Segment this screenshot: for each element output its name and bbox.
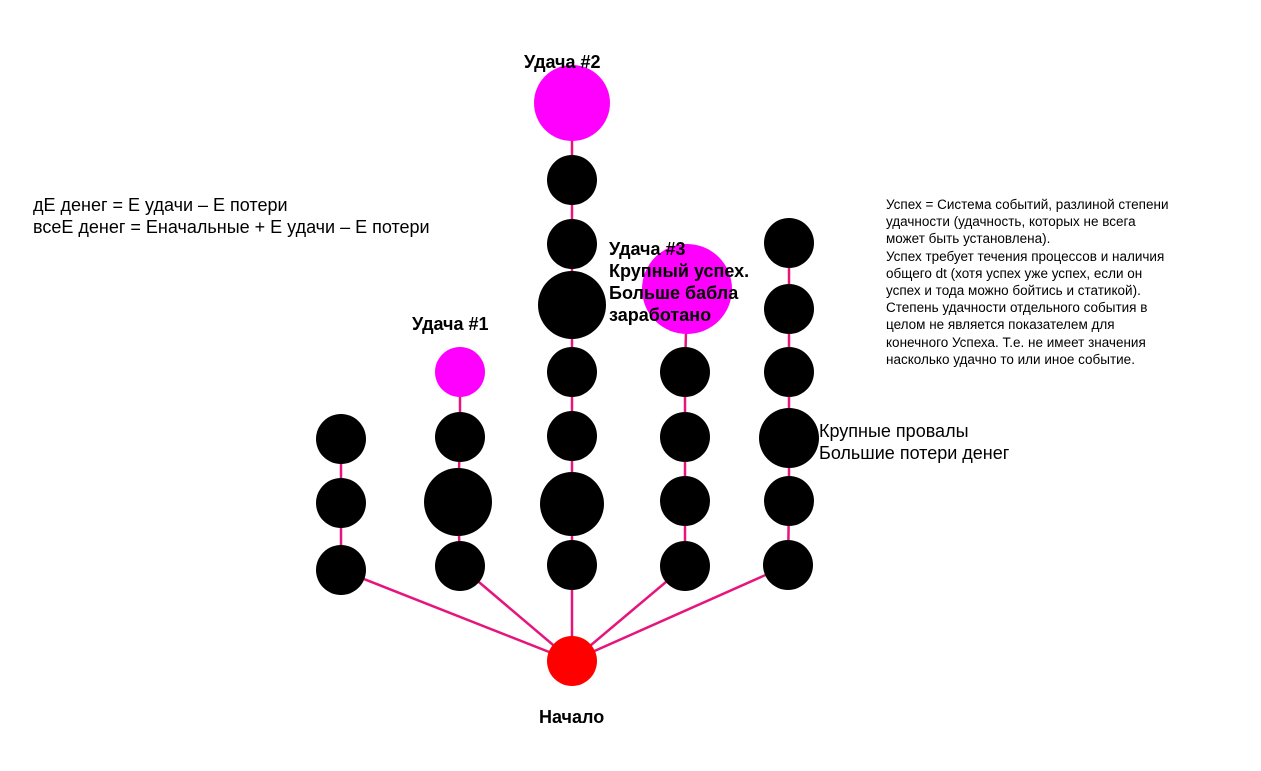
success-3-line: Крупный успех. — [609, 261, 750, 281]
failure-line: Крупные провалы — [819, 421, 969, 441]
success-node — [642, 244, 732, 334]
event-node — [764, 347, 814, 397]
event-node — [435, 412, 485, 462]
nodes-layer — [316, 65, 819, 686]
note-line: может быть установлена). — [886, 231, 1051, 247]
event-node — [764, 476, 814, 526]
start-label: Начало — [539, 707, 605, 727]
note-line: конечного Успеха. Т.е. не имеет значения — [886, 334, 1146, 350]
note-line: общего dt (хотя успех уже успех, если он — [886, 265, 1143, 281]
success-3-line: Удача #3 — [609, 239, 686, 259]
money-formula: дЕ денег = Е удачи – Е потери всеЕ денег… — [33, 194, 430, 238]
note-line: Успех требует течения процессов и наличи… — [886, 248, 1165, 264]
success-3-line: Больше бабла — [609, 283, 739, 303]
success-node — [435, 347, 485, 397]
event-node — [435, 541, 485, 591]
note-line: Успех = Система событий, разлиной степен… — [886, 197, 1169, 212]
event-node — [660, 412, 710, 462]
event-node — [547, 347, 597, 397]
formula-line-2: всеЕ денег = Еначальные + Е удачи – Е по… — [33, 217, 430, 237]
event-node — [316, 545, 366, 595]
event-node — [547, 540, 597, 590]
event-node — [538, 271, 606, 339]
event-node — [660, 541, 710, 591]
formula-line-1: дЕ денег = Е удачи – Е потери — [33, 195, 288, 215]
branch-edge — [340, 568, 573, 663]
success-3-line: заработано — [609, 305, 712, 325]
event-node — [547, 155, 597, 205]
success-node — [534, 65, 610, 141]
branch-edge — [571, 563, 789, 663]
event-node — [547, 219, 597, 269]
event-node — [759, 408, 819, 468]
event-node — [764, 284, 814, 334]
note-line: целом не является показателем для — [886, 317, 1115, 333]
event-node — [424, 468, 492, 536]
event-node — [540, 472, 604, 536]
failure-label: Крупные провалы Большие потери денег — [819, 420, 1079, 464]
success-note: Успех = Система событий, разлиной степен… — [886, 196, 1231, 368]
note-line: насколько удачно то или иное событие. — [886, 351, 1135, 367]
event-node — [660, 347, 710, 397]
event-node — [660, 476, 710, 526]
start-node — [547, 636, 597, 686]
note-line: Степень удачности отдельного события в — [886, 300, 1148, 316]
note-line: удачности (удачность, которых не всега — [886, 214, 1136, 230]
success-2-label: Удача #2 — [524, 52, 601, 72]
event-node — [547, 411, 597, 461]
event-node — [316, 478, 366, 528]
success-3-label: Удача #3 Крупный успех. Больше бабла зар… — [609, 238, 809, 326]
note-line: успех и тода можно бойтись и статикой). — [886, 283, 1141, 299]
failure-line: Большие потери денег — [819, 443, 1010, 463]
success-1-label: Удача #1 — [412, 314, 489, 334]
event-node — [764, 218, 814, 268]
event-node — [763, 540, 813, 590]
event-node — [316, 414, 366, 464]
